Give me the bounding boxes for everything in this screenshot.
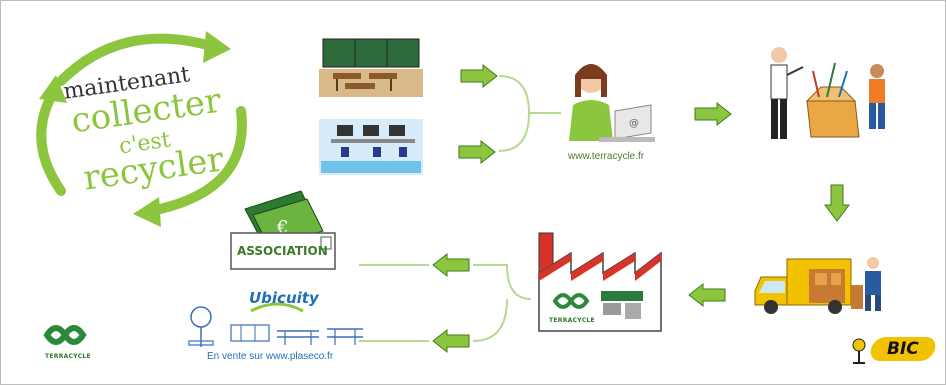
terracycle-logo-icon: [43, 325, 87, 345]
flow-arrow-office: [458, 139, 496, 165]
flow-arrow-to-association: [432, 252, 470, 278]
bic-logo: BIC: [868, 337, 938, 361]
bic-mascot-icon: [852, 338, 866, 364]
flow-arrow-to-collection: [694, 101, 732, 127]
woman-laptop-illustration: @: [569, 64, 655, 142]
terracycle-website-link: www.terracycle.fr: [568, 151, 645, 162]
bic-logo-text: BIC: [887, 339, 919, 359]
flow-arrow-classroom: [460, 63, 498, 89]
flow-arrow-to-factory: [688, 282, 726, 308]
association-label: ASSOCIATION: [237, 244, 328, 258]
terracycle-factory-illustration: [538, 232, 662, 332]
factory-terracycle-label: TERRACYCLE: [549, 317, 595, 324]
flow-arrow-to-products: [432, 328, 470, 354]
plaseco-sale-text: En vente sur www.plaseco.fr: [207, 351, 334, 362]
ubicuity-logo: Ubicuity: [249, 289, 319, 307]
classroom-illustration: [319, 38, 423, 97]
association-money-illustration: €: [230, 190, 336, 270]
connector-bracket-outputs: [359, 264, 532, 342]
office-illustration: [319, 119, 423, 175]
recycle-swirl-icon: [36, 31, 247, 227]
recycled-furniture-illustration: [188, 302, 363, 347]
flow-arrow-down: [824, 184, 850, 222]
connector-bracket-collection: [498, 75, 561, 152]
delivery-truck-illustration: [754, 257, 881, 314]
svg-text:@: @: [629, 118, 639, 129]
people-with-box-illustration: [770, 47, 885, 139]
terracycle-logo-label: TERRACYCLE: [45, 353, 91, 360]
